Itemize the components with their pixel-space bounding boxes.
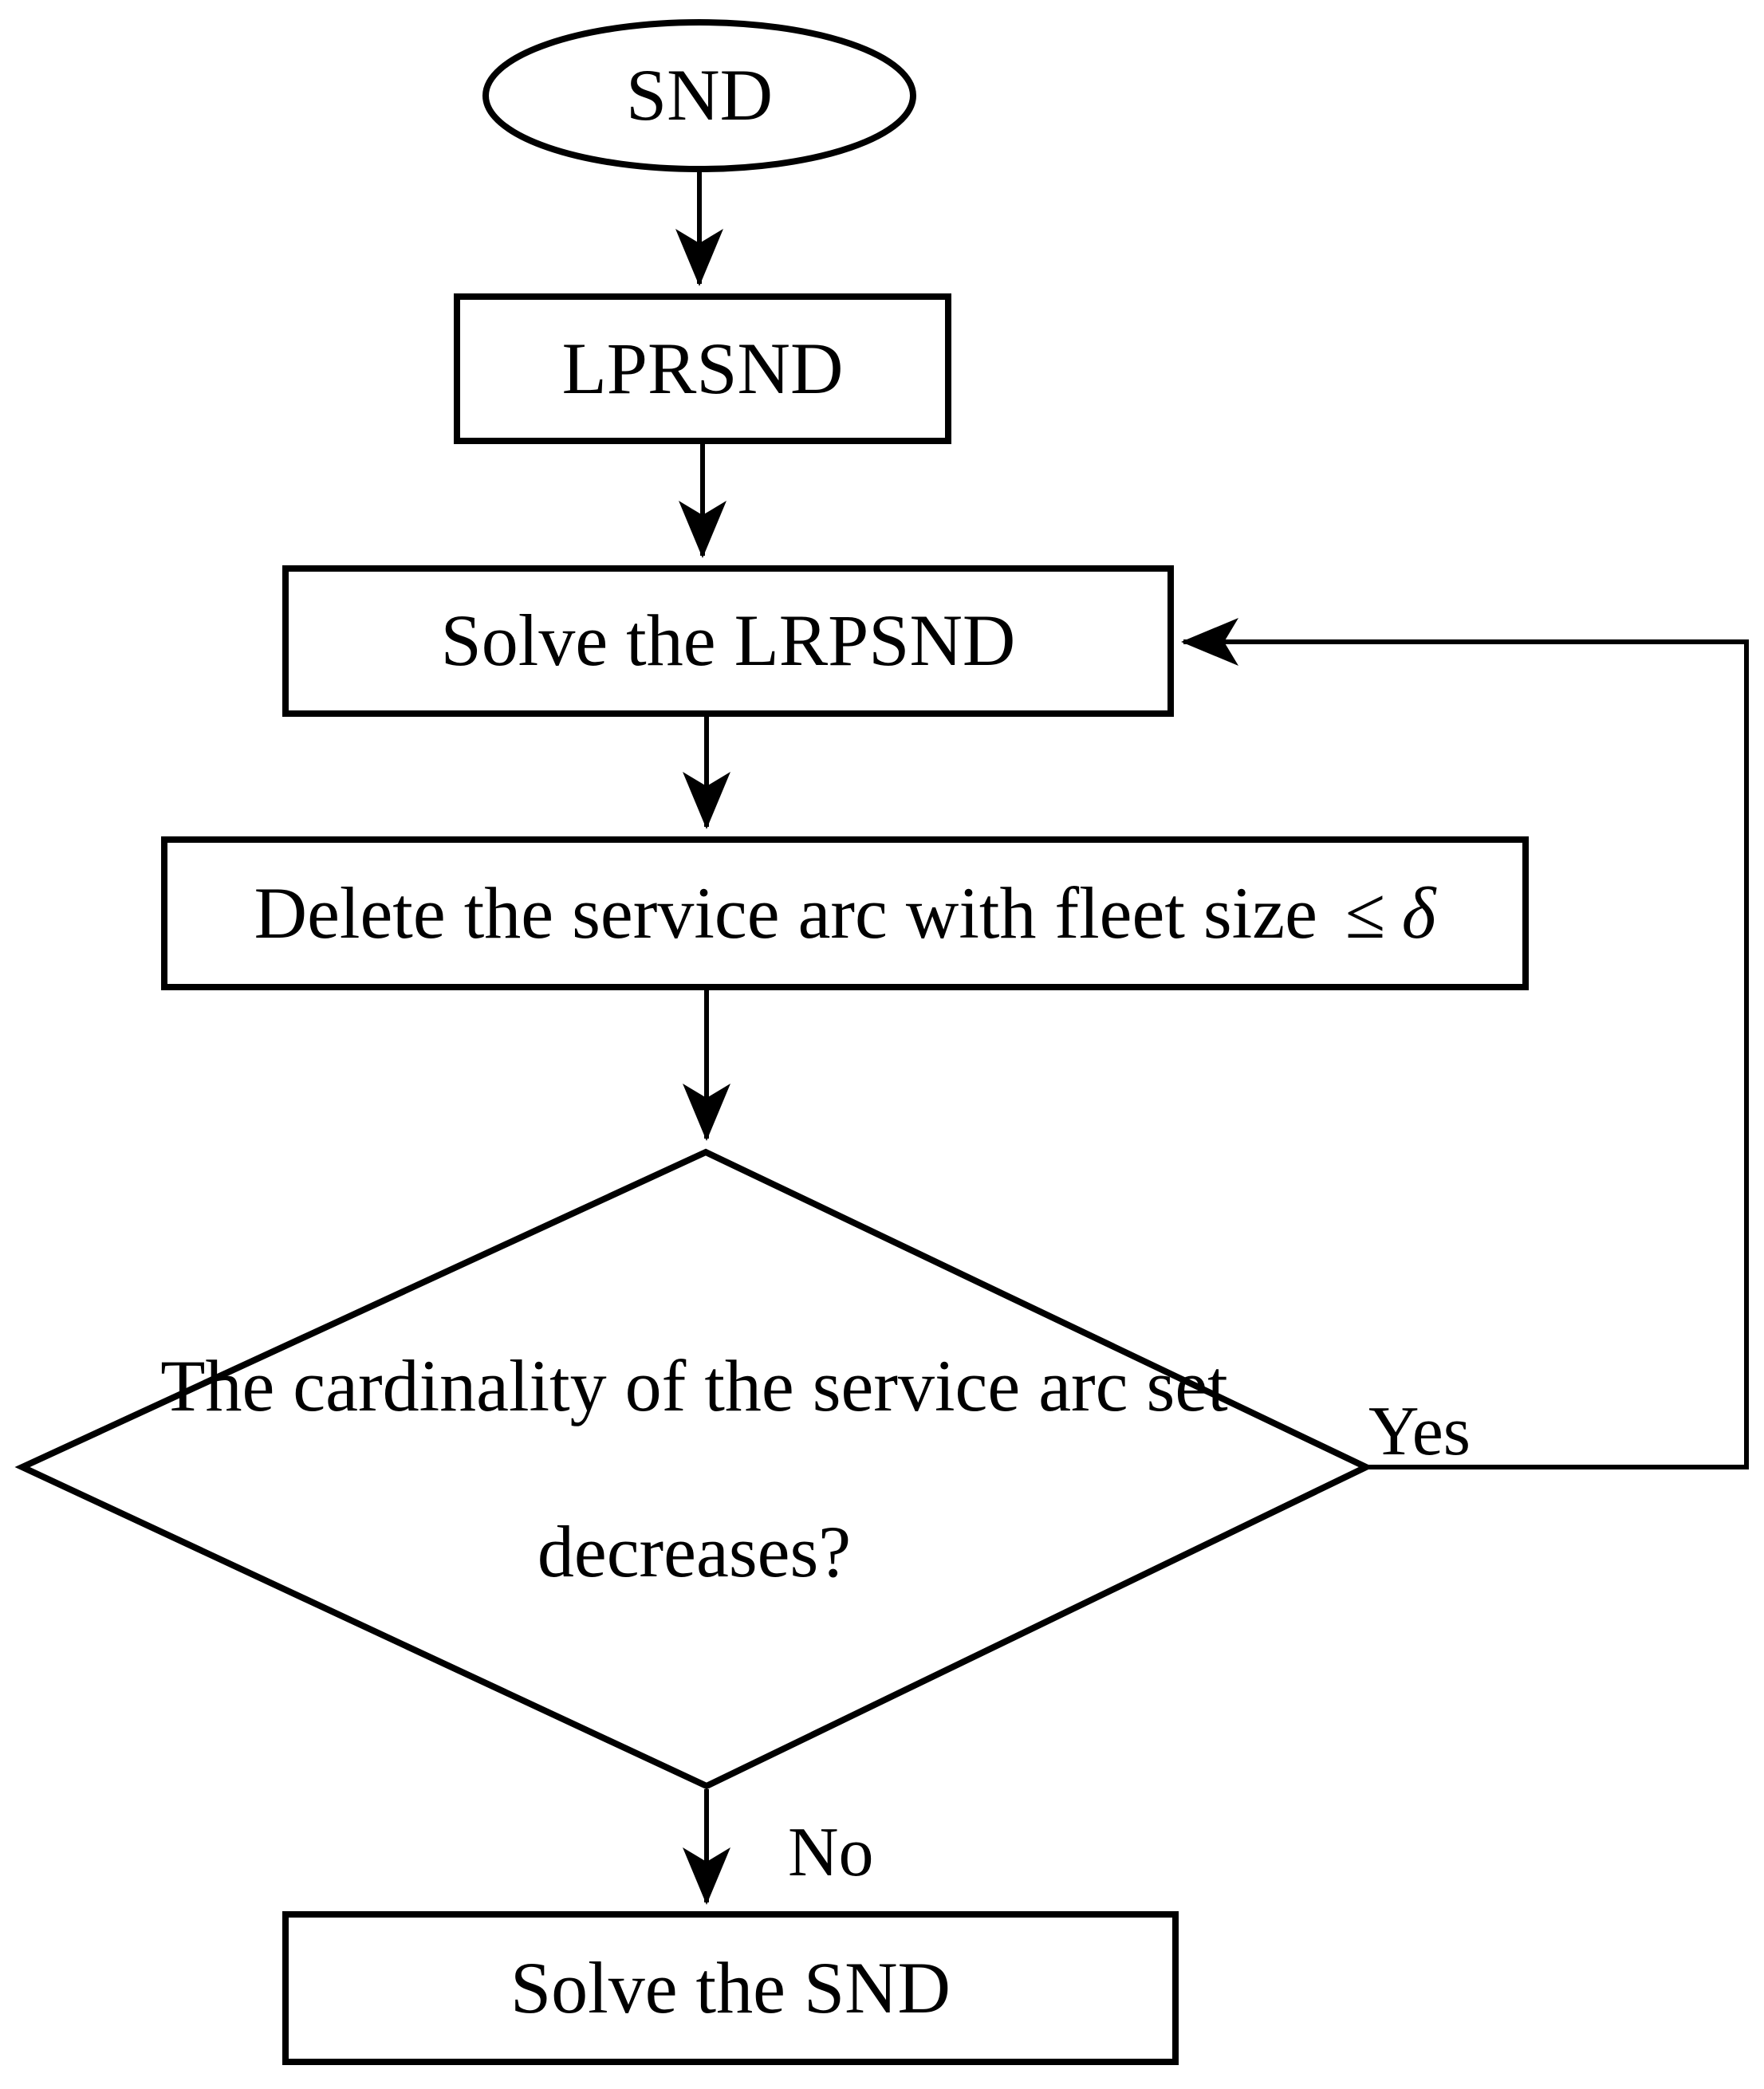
edge-decision-yes-feedback — [1181, 618, 1749, 1469]
delete-arc-label-text: Delete the service arc with fleet size — [254, 871, 1317, 954]
lprsnd-label-text: LPRSND — [561, 327, 844, 409]
decision-label-line1: The cardinality of the service arc set — [160, 1344, 1228, 1426]
delete-arc-node-label: Delete the service arc with fleet size ≤… — [164, 840, 1526, 987]
start-ellipse — [482, 19, 916, 172]
solve-snd-node-label: Solve the SND — [285, 1914, 1175, 2062]
solve-lrpsnd-box — [282, 565, 1174, 717]
solve-snd-label-text: Solve the SND — [510, 1946, 951, 2028]
less-equal-symbol: ≤ — [1345, 871, 1386, 954]
solve-lrpsnd-label-text: Solve the LRPSND — [440, 600, 1016, 682]
solve-snd-box — [282, 1911, 1179, 2065]
decision-label-line2: decreases? — [537, 1510, 852, 1592]
yes-edge-label: Yes — [1368, 1393, 1471, 1470]
delete-arc-box — [161, 836, 1529, 990]
decision-diamond — [14, 1148, 1374, 1790]
decision-node-label: The cardinality of the service arc set d… — [22, 1152, 1366, 1786]
solve-lrpsnd-node-label: Solve the LRPSND — [285, 568, 1171, 714]
no-edge-label: No — [788, 1814, 874, 1891]
delta-symbol: δ — [1401, 871, 1436, 954]
lprsnd-box — [454, 293, 951, 444]
start-node-label: SND — [486, 22, 913, 169]
start-label-text: SND — [625, 54, 774, 136]
lprsnd-node-label: LPRSND — [457, 297, 948, 441]
